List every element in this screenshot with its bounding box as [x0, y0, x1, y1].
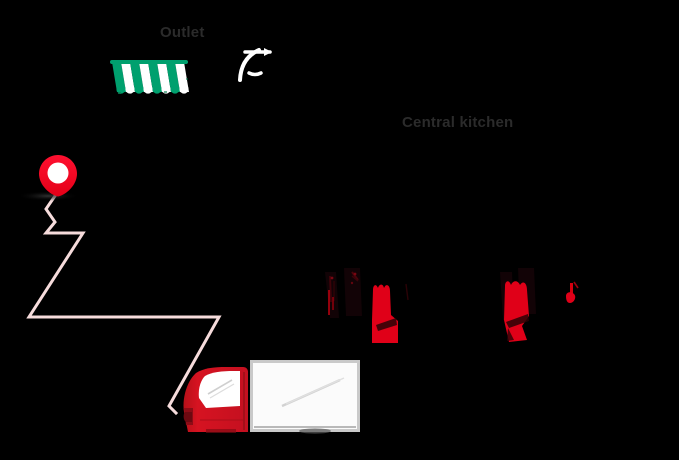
awning-scallops — [116, 84, 189, 94]
central-kitchen-label: Central kitchen — [402, 114, 514, 131]
flow-arrow-icon — [238, 48, 272, 82]
truck-cab — [183, 367, 248, 433]
outlet-label: Outlet — [160, 24, 205, 41]
truck-cargo-box — [250, 360, 360, 434]
staff-figure — [325, 268, 398, 343]
awning-icon — [110, 60, 189, 94]
map-pin-icon — [39, 155, 77, 197]
kitchen-staff-figures — [325, 268, 579, 343]
awning-stripe — [112, 62, 189, 92]
route-path — [26, 190, 222, 416]
delivery-truck-icon — [183, 360, 360, 434]
staff-figure — [405, 268, 579, 342]
map-pin-shadow — [17, 191, 79, 201]
